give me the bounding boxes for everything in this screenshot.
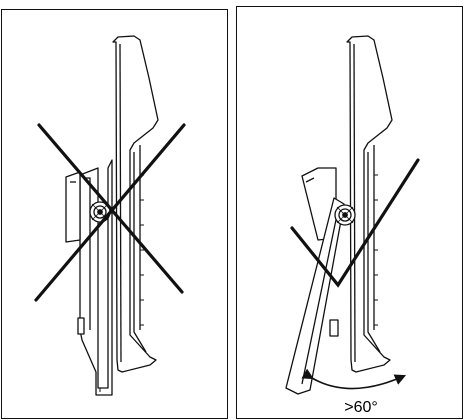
floodlight-open: [285, 35, 393, 395]
angle-arc: [301, 368, 407, 390]
folded-stand: [79, 159, 113, 396]
floodlight-folded: [65, 35, 159, 396]
opened-stand: [285, 197, 345, 395]
angle-label: >60°: [344, 399, 378, 416]
cross-mark: [34, 123, 186, 302]
lamp-housing: [112, 35, 159, 373]
check-mark: [290, 158, 420, 288]
